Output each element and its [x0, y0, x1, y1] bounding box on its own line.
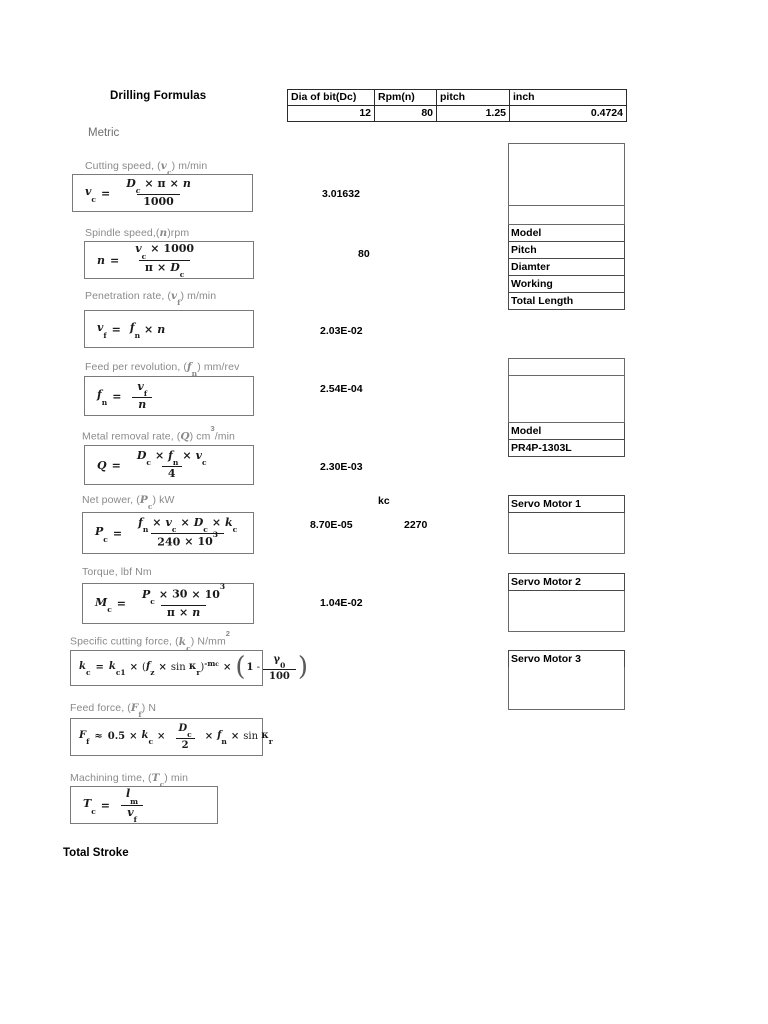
table-row [508, 358, 625, 376]
value-dia-of-bit[interactable]: 12 [287, 105, 375, 122]
table-row [508, 590, 625, 632]
table-row: Model [508, 422, 625, 440]
servo-motor-3-table[interactable]: Servo Motor 3 [508, 650, 625, 710]
spec-row-model[interactable]: Model [508, 224, 625, 242]
calc-value-metal-removal-rate: 2.30E-03 [320, 461, 363, 473]
model-value[interactable]: PR4P-1303L [508, 439, 625, 457]
formula-expression-specific-cutting-force: kc= kc1×(fz×sin κr)-mc× ( 1 - γ0 100 ) [79, 651, 309, 682]
servo-motor-3-label[interactable]: Servo Motor 3 [508, 650, 625, 667]
formula-box-feed-force: Ff≈ 0.5×kc× Dc 2 ×fn×sin κr [70, 718, 273, 756]
table-row: PR4P-1303L [508, 439, 625, 457]
calc-value-spindle-speed: 80 [358, 248, 370, 260]
table-row [508, 667, 625, 710]
header-inch: inch [509, 89, 627, 106]
header-pitch: pitch [436, 89, 510, 106]
spec-row-total-length[interactable]: Total Length [508, 292, 625, 310]
formula-expression-net-power: Pc= fn×vc×Dc×kc 240×103 [95, 515, 238, 549]
formula-label-spindle-speed: Spindle speed,(n)rpm [85, 227, 190, 239]
unit-system-label: Metric [88, 127, 120, 139]
formula-label-machining-time: Machining time, (Tc) min [70, 772, 189, 790]
spec-cell-blank-small[interactable] [508, 205, 625, 225]
table-row [508, 512, 625, 554]
model-cell-blank-body[interactable] [508, 375, 625, 423]
formula-box-penetration-rate: vf= fn×n [84, 310, 254, 348]
formula-expression-machining-time: Tc= lm vf [83, 787, 149, 824]
formula-box-metal-removal-rate: Q= Dc×fn×vc 4 [84, 445, 254, 485]
formula-box-machining-time: Tc= lm vf [70, 786, 218, 824]
kc-header-label: kc [378, 495, 390, 507]
formula-box-specific-cutting-force: kc= kc1×(fz×sin κr)-mc× ( 1 - γ0 100 ) [70, 650, 308, 686]
formula-expression-feed-per-revolution: fn= vf n [97, 380, 158, 412]
header-rpm: Rpm(n) [374, 89, 437, 106]
servo-motor-3-body[interactable] [508, 667, 625, 710]
table-row: Working [508, 275, 625, 293]
kc-value: 2270 [404, 519, 428, 531]
formula-expression-penetration-rate: vf= fn×n [97, 321, 166, 340]
calc-value-cutting-speed: 3.01632 [322, 188, 360, 200]
header-dia-of-bit: Dia of bit(Dc) [287, 89, 375, 106]
model-table[interactable]: Model PR4P-1303L [508, 358, 625, 457]
table-row-values[interactable]: 12 80 1.25 0.4724 [287, 105, 627, 122]
formula-expression-spindle-speed: n= vc×1000 π×Dc [97, 242, 195, 279]
table-row [508, 205, 625, 225]
formula-label-cutting-speed: Cutting speed, (vc) m/min [85, 160, 208, 178]
total-stroke-label: Total Stroke [63, 847, 129, 859]
page-title: Drilling Formulas [110, 90, 207, 102]
formula-expression-metal-removal-rate: Q= Dc×fn×vc 4 [97, 448, 207, 480]
formula-label-feed-force: Feed force, (Ff) N [70, 702, 157, 720]
servo-motor-1-label[interactable]: Servo Motor 1 [508, 495, 625, 513]
formula-label-feed-per-revolution: Feed per revolution, (fn) mm/rev [85, 361, 240, 379]
formula-box-cutting-speed: vc= Dc×π×n 1000 [72, 174, 253, 212]
formula-label-net-power: Net power, (Pc) kW [82, 494, 175, 512]
model-cell-blank-top[interactable] [508, 358, 625, 376]
table-row: Pitch [508, 241, 625, 259]
value-rpm[interactable]: 80 [374, 105, 437, 122]
servo-motor-1-table[interactable]: Servo Motor 1 [508, 495, 625, 554]
spec-row-pitch[interactable]: Pitch [508, 241, 625, 259]
spec-table[interactable]: Model Pitch Diamter Working Total Length [508, 143, 625, 310]
formula-box-spindle-speed: n= vc×1000 π×Dc [84, 241, 254, 279]
table-row [508, 375, 625, 423]
spec-cell-blank-large[interactable] [508, 143, 625, 206]
formula-box-net-power: Pc= fn×vc×Dc×kc 240×103 [82, 512, 254, 554]
formula-box-torque: Mc= Pc×30×103 π×n [82, 582, 254, 624]
formula-expression-feed-force: Ff≈ 0.5×kc× Dc 2 ×fn×sin κr [79, 722, 273, 751]
formula-box-feed-per-revolution: fn= vf n [84, 376, 254, 416]
table-row: Total Length [508, 292, 625, 310]
formula-label-specific-cutting-force: Specific cutting force, (kc) N/mm2 [70, 629, 231, 653]
table-row: Servo Motor 3 [508, 650, 625, 667]
value-inch[interactable]: 0.4724 [509, 105, 627, 122]
formula-label-torque: Torque, lbf Nm [82, 566, 152, 578]
table-row: Servo Motor 2 [508, 573, 625, 591]
formula-expression-cutting-speed: vc= Dc×π×n 1000 [85, 176, 191, 208]
formula-expression-torque: Mc= Pc×30×103 π×n [95, 582, 226, 619]
table-row: Diamter [508, 258, 625, 276]
calc-value-penetration-rate: 2.03E-02 [320, 325, 363, 337]
calc-value-net-power: 8.70E-05 [310, 519, 353, 531]
model-header[interactable]: Model [508, 422, 625, 440]
table-row: Model [508, 224, 625, 242]
table-row: Servo Motor 1 [508, 495, 625, 513]
calc-value-feed-per-revolution: 2.54E-04 [320, 383, 363, 395]
value-pitch[interactable]: 1.25 [436, 105, 510, 122]
formula-label-penetration-rate: Penetration rate, (vf) m/min [85, 290, 217, 308]
formula-label-metal-removal-rate: Metal removal rate, (Q) cm3/min [82, 424, 235, 443]
servo-motor-2-table[interactable]: Servo Motor 2 [508, 573, 625, 632]
table-row-headers: Dia of bit(Dc) Rpm(n) pitch inch [287, 89, 627, 106]
spec-row-diamter[interactable]: Diamter [508, 258, 625, 276]
servo-motor-2-label[interactable]: Servo Motor 2 [508, 573, 625, 591]
servo-motor-1-body[interactable] [508, 512, 625, 554]
parameter-table[interactable]: Dia of bit(Dc) Rpm(n) pitch inch 12 80 1… [287, 89, 627, 122]
calc-value-torque: 1.04E-02 [320, 597, 363, 609]
servo-motor-2-body[interactable] [508, 590, 625, 632]
spec-row-working[interactable]: Working [508, 275, 625, 293]
table-row [508, 143, 625, 206]
